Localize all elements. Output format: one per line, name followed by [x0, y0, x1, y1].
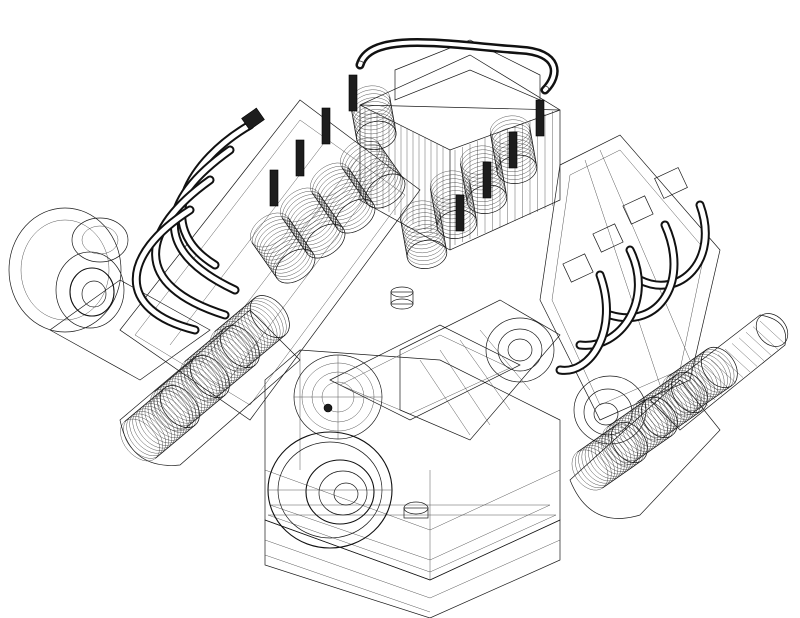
drain-fitting [403, 501, 429, 519]
alternator [8, 207, 211, 381]
intake-runners-left [250, 85, 406, 284]
intake-plenum [359, 39, 561, 251]
oil-filler-cap [390, 286, 414, 310]
exhaust-pipe-right [649, 313, 789, 431]
exhaust-manifold-left [119, 295, 301, 466]
water-pump-pulley [293, 354, 383, 440]
fuel-injectors [269, 74, 545, 232]
engine-block [264, 299, 561, 618]
exhaust-manifold-right [569, 346, 738, 519]
spark-plug-wires-left [131, 107, 265, 335]
crank-pulley [267, 431, 393, 549]
breather-hose [355, 38, 559, 95]
idler-pulley-right [485, 317, 555, 383]
cylinder-head-right [539, 134, 721, 421]
spark-plug-wires-right [555, 200, 710, 375]
plug-boots-right [562, 167, 688, 283]
